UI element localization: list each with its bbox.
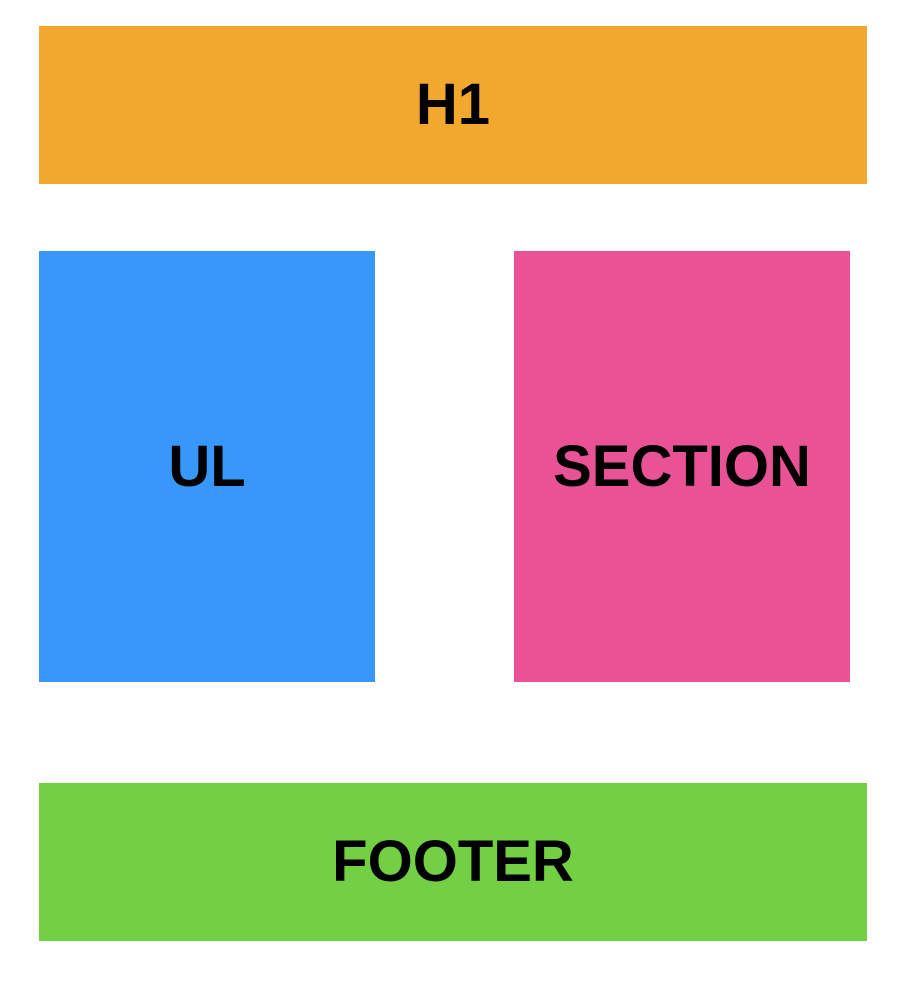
footer-block: FOOTER — [39, 783, 867, 941]
h1-block: H1 — [39, 26, 867, 184]
ul-block-label: UL — [168, 433, 246, 499]
section-block: SECTION — [514, 251, 850, 682]
h1-block-label: H1 — [415, 72, 491, 137]
section-block-label: SECTION — [553, 433, 811, 499]
footer-block-label: FOOTER — [332, 829, 574, 894]
ul-block: UL — [39, 251, 375, 682]
